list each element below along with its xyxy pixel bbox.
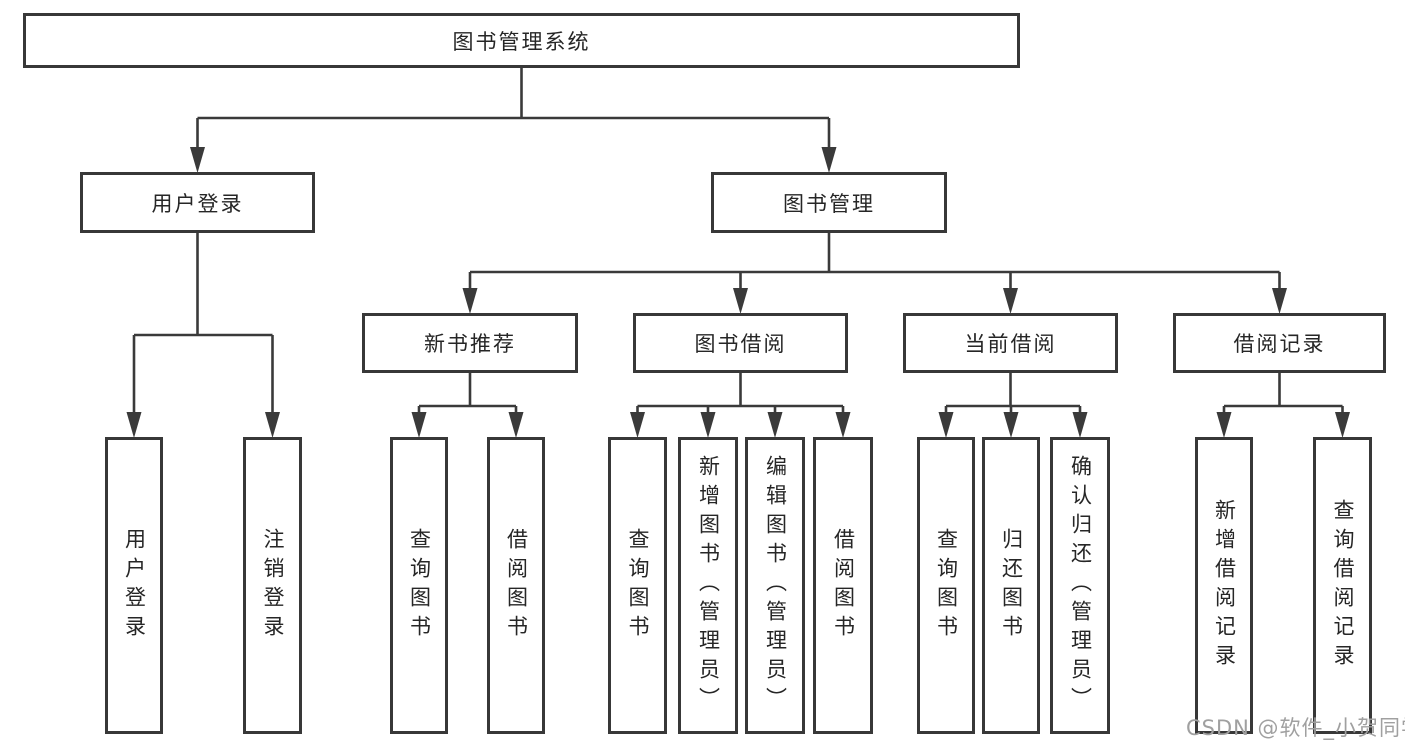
leaf-borrow-books: 借阅图书 <box>487 437 545 734</box>
leaf-query-books: 查询图书 <box>917 437 975 734</box>
leaf-confirm-return-admin: 确认归还（管理员） <box>1050 437 1110 734</box>
node-library-management-system: 图书管理系统 <box>23 13 1020 68</box>
node-current-borrowing: 当前借阅 <box>903 313 1118 373</box>
leaf-query-books: 查询图书 <box>390 437 448 734</box>
leaf-logout: 注销登录 <box>243 437 302 734</box>
node-book-borrowing: 图书借阅 <box>633 313 848 373</box>
leaf-user-login: 用户登录 <box>105 437 163 734</box>
leaf-add-borrow-record: 新增借阅记录 <box>1195 437 1253 734</box>
leaf-edit-books-admin: 编辑图书（管理员） <box>745 437 805 734</box>
node-user-login: 用户登录 <box>80 172 315 233</box>
node-new-book-recommend: 新书推荐 <box>362 313 578 373</box>
leaf-add-books-admin: 新增图书（管理员） <box>678 437 738 734</box>
node-borrowing-records: 借阅记录 <box>1173 313 1386 373</box>
leaf-query-books: 查询图书 <box>608 437 667 734</box>
leaf-query-borrow-record: 查询借阅记录 <box>1313 437 1372 734</box>
node-book-management: 图书管理 <box>711 172 947 233</box>
csdn-watermark: CSDN @软件_小贺同学 <box>1186 716 1405 740</box>
leaf-borrow-books: 借阅图书 <box>813 437 873 734</box>
leaf-return-books: 归还图书 <box>982 437 1040 734</box>
